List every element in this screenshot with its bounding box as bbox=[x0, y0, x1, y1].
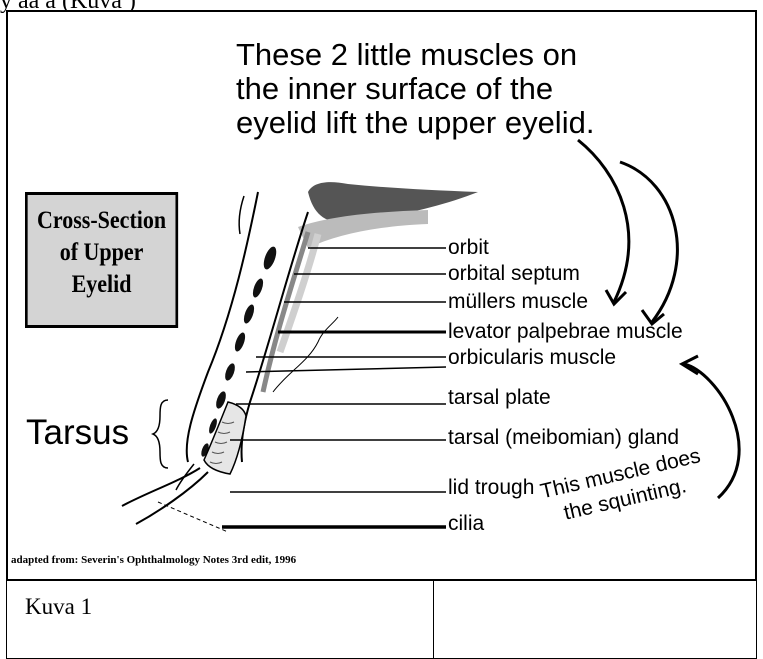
label-tarsal-plate: tarsal plate bbox=[448, 386, 551, 410]
label-orbicularis-muscle: orbicularis muscle bbox=[448, 346, 616, 370]
title-box-line-3: Eyelid bbox=[28, 269, 176, 301]
eyelash-1 bbox=[122, 468, 200, 506]
label-levator-palpebrae: levator palpebrae muscle bbox=[448, 320, 683, 344]
headline-line-1: These 2 little muscles on bbox=[236, 38, 594, 72]
eyelid-outer-edge bbox=[239, 196, 244, 234]
tarsal-plate bbox=[204, 402, 246, 474]
eyelash-2 bbox=[136, 472, 208, 524]
tarsus-brace bbox=[153, 400, 168, 468]
nerve-line bbox=[273, 317, 338, 392]
levator-muscle-line bbox=[280, 234, 318, 352]
title-box-line-1: Cross-Section bbox=[28, 205, 176, 237]
caption-cell-right bbox=[434, 580, 757, 659]
caption-table: Kuva 1 bbox=[6, 579, 757, 659]
caption-cell-left: Kuva 1 bbox=[7, 580, 434, 659]
headline-line-3: eyelid lift the upper eyelid. bbox=[236, 106, 594, 140]
headline-text: These 2 little muscles on the inner surf… bbox=[236, 38, 594, 140]
label-lid-trough: lid trough bbox=[448, 476, 534, 500]
label-tarsal-gland: tarsal (meibomian) gland bbox=[448, 426, 679, 450]
tarsus-label: Tarsus bbox=[26, 413, 129, 453]
label-orbit: orbit bbox=[448, 236, 489, 260]
label-cilia: cilia bbox=[448, 512, 484, 536]
lid-dashed-line bbox=[158, 502, 228, 532]
eyelid-diagram-figure: These 2 little muscles on the inner surf… bbox=[6, 10, 757, 581]
label-orbital-septum: orbital septum bbox=[448, 262, 580, 286]
label-mullers-muscle: müllers muscle bbox=[448, 290, 588, 314]
source-credit: adapted from: Severin's Ophthalmology No… bbox=[11, 554, 296, 566]
arrow-to-mullers bbox=[578, 140, 629, 302]
title-box: Cross-Section of Upper Eyelid bbox=[25, 192, 178, 328]
title-box-line-2: of Upper bbox=[28, 237, 176, 269]
headline-line-2: the inner surface of the bbox=[236, 72, 594, 106]
